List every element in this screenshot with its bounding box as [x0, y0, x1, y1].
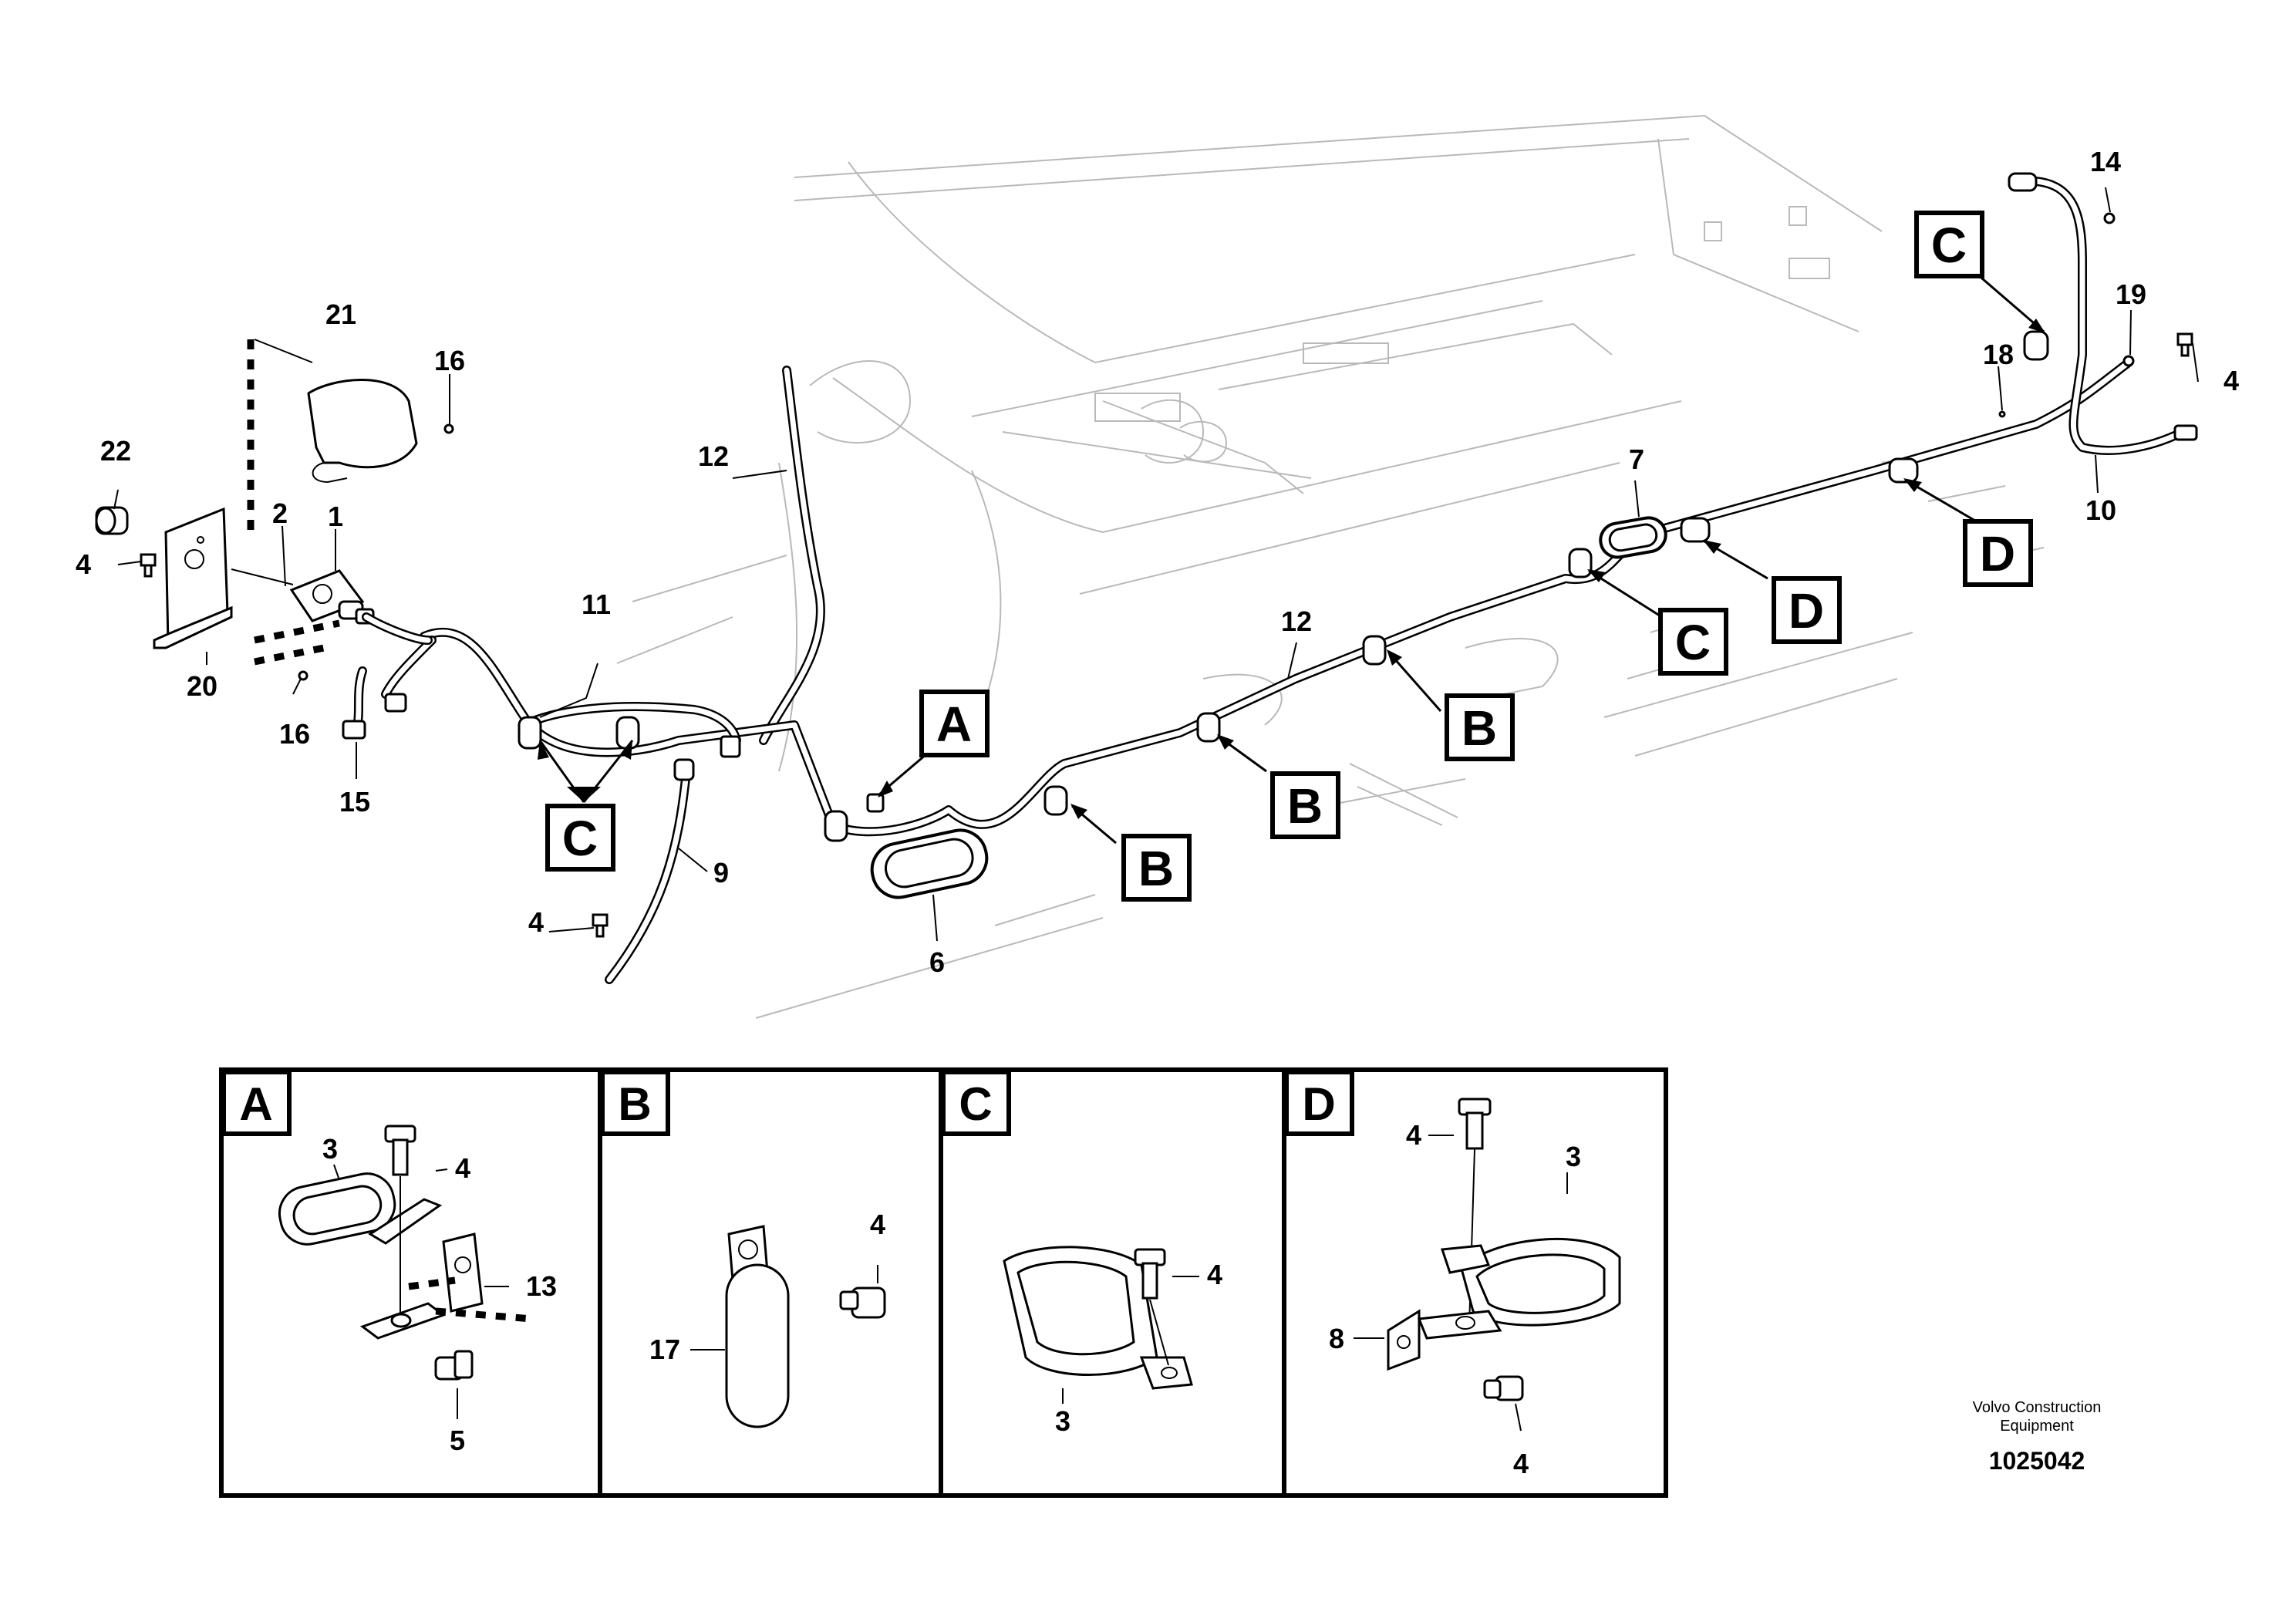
callout-19: 19	[2116, 278, 2146, 310]
callout-6: 6	[929, 946, 945, 978]
svg-text:4: 4	[1207, 1259, 1222, 1290]
machine-frame-outline	[616, 114, 2045, 1019]
svg-text:3: 3	[1566, 1141, 1581, 1172]
callout-14: 14	[2090, 146, 2121, 177]
leader-arrows	[538, 319, 2045, 819]
svg-text:D: D	[1789, 583, 1824, 639]
marker-a: A	[919, 690, 990, 757]
svg-text:B: B	[1138, 841, 1174, 896]
callout-12-left: 12	[698, 440, 729, 472]
svg-text:B: B	[1462, 700, 1497, 756]
maker-line-2: Equipment	[2000, 1418, 2074, 1435]
callout-20: 20	[187, 670, 217, 702]
cover-21	[307, 379, 418, 484]
grommet-6	[870, 828, 989, 899]
callout-4-right: 4	[2224, 365, 2239, 396]
clamp-c-2	[615, 716, 640, 750]
svg-text:C: C	[959, 1078, 992, 1130]
marker-d-2: D	[1963, 519, 2033, 587]
callout-22: 22	[100, 435, 131, 467]
callout-21: 21	[325, 298, 356, 330]
clamp-b-3	[1362, 635, 1387, 666]
svg-text:C: C	[1675, 615, 1711, 670]
grommet-7	[1599, 516, 1667, 559]
clamp-c-4	[2023, 330, 2049, 361]
callout-2: 2	[272, 497, 288, 529]
svg-text:A: A	[936, 696, 972, 752]
callout-7: 7	[1629, 443, 1644, 475]
clamp-c-1	[518, 716, 542, 750]
clamp-d-1	[1680, 517, 1711, 543]
callout-1: 1	[328, 501, 343, 532]
svg-text:17: 17	[649, 1334, 680, 1365]
bolts	[140, 212, 2193, 938]
svg-text:8: 8	[1329, 1323, 1344, 1354]
svg-text:B: B	[1287, 778, 1323, 834]
fittings	[342, 172, 2198, 758]
clamp-b-1	[1043, 785, 1068, 816]
callout-16-bottom: 16	[279, 718, 310, 750]
switch-bracket-20	[153, 507, 233, 649]
drawing-footer: Volvo Construction Equipment 1025042	[1973, 1399, 2102, 1475]
svg-text:C: C	[562, 811, 598, 866]
svg-text:4: 4	[870, 1209, 885, 1240]
svg-text:4: 4	[1406, 1119, 1421, 1151]
detail-markers: A B B B C C C D	[545, 211, 2033, 902]
callout-10: 10	[2085, 494, 2116, 526]
dashed-guides	[231, 339, 340, 666]
callout-11: 11	[582, 588, 611, 620]
svg-text:D: D	[1302, 1078, 1335, 1130]
pressure-switch-1	[289, 569, 375, 625]
callout-12-right: 12	[1281, 605, 1312, 637]
svg-text:13: 13	[526, 1270, 557, 1302]
callout-15: 15	[339, 786, 370, 818]
svg-text:3: 3	[322, 1133, 338, 1165]
marker-b-3: B	[1445, 693, 1515, 761]
clamp-b-2	[1196, 712, 1221, 743]
callout-9: 9	[713, 857, 729, 889]
marker-b-1: B	[1121, 834, 1192, 902]
svg-text:3: 3	[1055, 1405, 1070, 1437]
clamp-9	[673, 758, 695, 781]
callout-4-mid: 4	[528, 906, 544, 938]
detail-panel-b: B 4 17	[600, 1070, 886, 1428]
marker-c-left: C	[545, 804, 615, 872]
svg-text:C: C	[1931, 218, 1967, 273]
detail-panel-d: D 4 3 8 4	[1284, 1070, 1621, 1479]
maker-line-1: Volvo Construction	[1973, 1399, 2102, 1416]
marker-c-top: C	[1914, 211, 1984, 278]
harness-hoses	[350, 177, 2187, 984]
svg-text:B: B	[618, 1078, 651, 1130]
detail-panel-a: A 3 4 13 5	[221, 1070, 557, 1456]
marker-b-2: B	[1270, 771, 1340, 839]
svg-text:A: A	[239, 1078, 272, 1130]
callout-labels: 1 2 4 22 21 16 20 16 15 11 12 9 4 6 12 7…	[76, 146, 2239, 978]
svg-text:4: 4	[1513, 1448, 1529, 1479]
marker-c-mid: C	[1658, 608, 1728, 676]
callout-4-left: 4	[76, 548, 91, 580]
leader-lines	[113, 187, 2199, 942]
clamp-c-3	[1568, 548, 1593, 578]
clamp-a-side	[866, 793, 885, 813]
clamp-d-2	[1888, 457, 1919, 484]
drawing-number: 1025042	[1989, 1447, 2085, 1475]
marker-d-1: D	[1772, 576, 1842, 644]
detail-panel-c: C 4 3	[941, 1070, 1222, 1437]
svg-text:5: 5	[450, 1425, 465, 1456]
clamp-a-main	[824, 810, 848, 842]
harness-clamps	[518, 330, 2049, 842]
callout-18: 18	[1983, 339, 2014, 370]
callout-16-top: 16	[434, 345, 465, 376]
svg-text:4: 4	[455, 1152, 470, 1184]
cap-22	[95, 506, 129, 535]
svg-text:D: D	[1980, 526, 2015, 582]
